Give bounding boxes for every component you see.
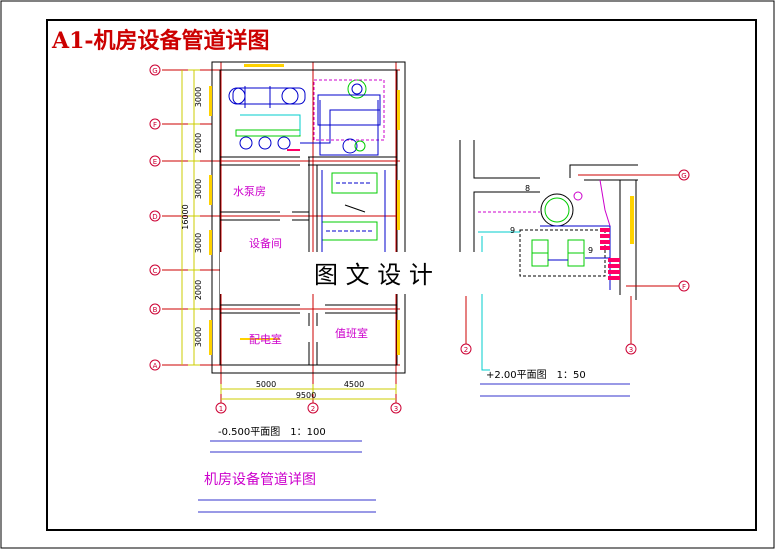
dim-2-3: 4500: [344, 380, 364, 389]
dim-b-a: 3000: [194, 327, 203, 347]
valve-clusters: [600, 228, 620, 280]
vertical-dimension-chain: [181, 69, 200, 366]
axis-label-1: 1: [219, 405, 223, 413]
inner-frame: [46, 19, 757, 531]
right-plan-caption: +2.00平面图 1：50: [486, 369, 586, 381]
col-axis-bubbles: 1 2 3: [215, 402, 402, 414]
dim-d-c: 3000: [194, 233, 203, 253]
axis-label-d: D: [152, 213, 157, 221]
room-label-power: 配电室: [249, 332, 282, 346]
walls: [211, 61, 406, 374]
room-label-duty: 值班室: [335, 326, 368, 340]
bottom-dimension-chain: [220, 384, 397, 400]
room-label-pump: 水泵房: [233, 185, 266, 198]
right-axis-label-f: F: [682, 283, 686, 291]
watermark-text: 图 文 设 计: [314, 261, 433, 289]
right-axis-label-2: 2: [464, 346, 468, 354]
right-axis-label-g: G: [681, 172, 686, 180]
window-markers: [209, 64, 400, 355]
left-plan-caption: -0.500平面图 1：100: [218, 426, 326, 438]
vertical-dimension-texts: 3000 2000 3000 3000 2000 3000 16000: [181, 87, 203, 347]
equipment-number-8: 8: [525, 184, 530, 193]
axis-label-3: 3: [394, 405, 398, 413]
right-axis-lines: [465, 174, 680, 344]
room-labels: 水泵房 设备间 配电室 值班室: [233, 185, 368, 346]
right-equipment: [478, 179, 611, 371]
equipment-number-9a: 9: [510, 226, 515, 235]
axis-label-c: C: [153, 267, 158, 275]
top-equipment: [228, 79, 385, 156]
dim-e-d: 3000: [194, 179, 203, 199]
row-axis-bubbles: G F E D C B A: [149, 64, 161, 371]
axis-label-b: B: [153, 306, 158, 314]
main-caption: 机房设备管道详图: [204, 471, 316, 488]
axis-label-f: F: [153, 121, 157, 129]
right-plan: G F 2 3: [459, 140, 690, 397]
row-axis-lines: [162, 69, 400, 366]
bottom-dimension-texts: 5000 4500 9500: [256, 380, 364, 400]
right-axis-label-3: 3: [629, 346, 633, 354]
col-axis-lines: [220, 62, 397, 404]
axis-label-a: A: [153, 362, 158, 370]
left-plan: G F E D C B A 1 2 3: [149, 61, 406, 513]
room-label-equipment: 设备间: [249, 236, 282, 250]
dim-g-f: 3000: [194, 87, 203, 107]
axis-label-e: E: [153, 158, 157, 166]
dim-1-2: 5000: [256, 380, 276, 389]
dim-total: 16000: [181, 204, 190, 229]
equipment-number-9b: 9: [588, 246, 593, 255]
right-axis-bubbles: G F 2 3: [460, 169, 690, 355]
sheet-title: A1-机房设备管道详图: [51, 28, 270, 54]
equipment-number-labels: 8 9 9: [510, 184, 593, 255]
pump-equipment: [321, 170, 386, 261]
watermark-box: 图 文 设 计: [220, 252, 483, 294]
dim-c-b: 2000: [194, 280, 203, 300]
axis-label-2: 2: [311, 405, 315, 413]
dim-f-e: 2000: [194, 133, 203, 153]
dim-total-width: 9500: [296, 391, 316, 400]
axis-label-g: G: [152, 67, 157, 75]
right-window: [630, 196, 634, 244]
